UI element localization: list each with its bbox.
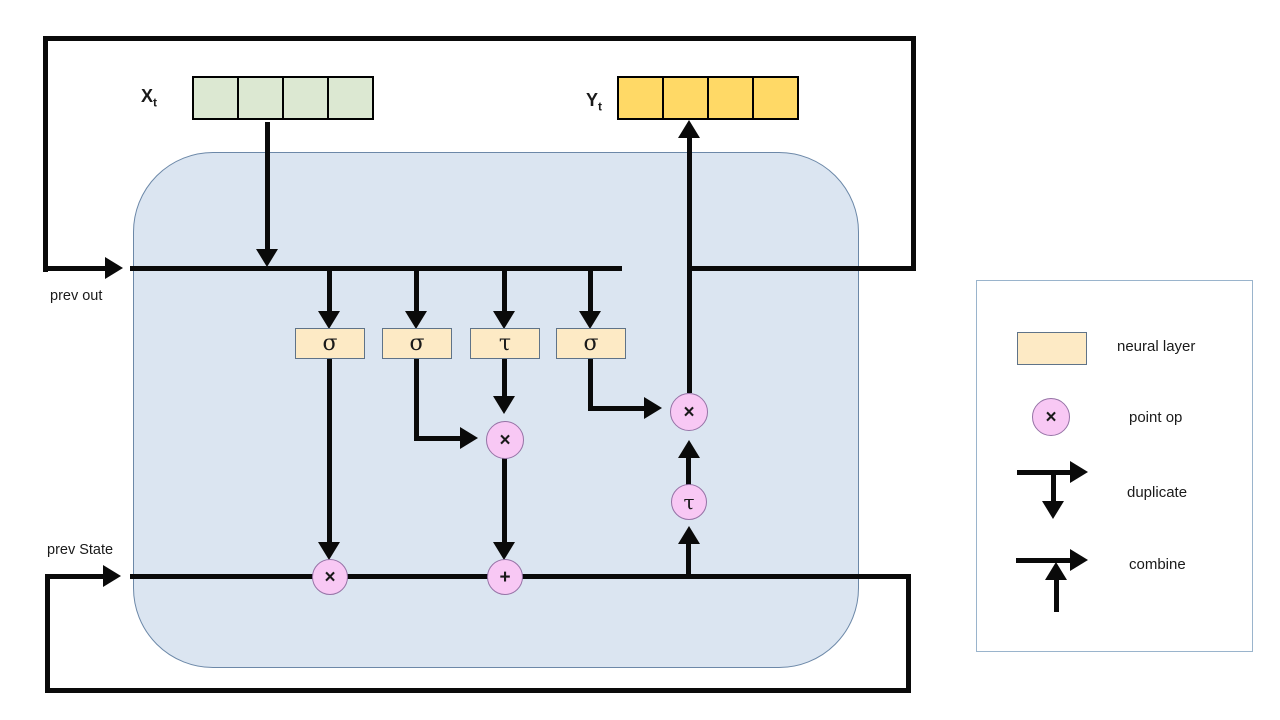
vector-cell bbox=[192, 76, 239, 120]
vector-cell bbox=[327, 76, 374, 120]
tanh-to-outputmul-arrowhead-icon bbox=[678, 440, 700, 458]
legend-duplicate-down-arrowhead-icon bbox=[1042, 501, 1064, 519]
legend-point-op-icon: × bbox=[1032, 398, 1070, 436]
op-state-tanh: τ bbox=[671, 484, 707, 520]
gate2-to-inputmul-arrowhead-icon bbox=[460, 427, 478, 449]
vector-cell bbox=[707, 76, 754, 120]
input-arrowhead-icon bbox=[256, 249, 278, 267]
output-arrowhead-icon bbox=[678, 120, 700, 138]
gate3-to-inputmul-arrowhead-icon bbox=[493, 396, 515, 414]
prev-out-label: prev out bbox=[50, 288, 103, 304]
prev-state-loop-left-line bbox=[45, 574, 50, 693]
gate1-to-statemul-arrowhead-icon bbox=[318, 542, 340, 560]
vector-cell bbox=[752, 76, 799, 120]
legend-combine-label: combine bbox=[1129, 556, 1186, 573]
op-state-add: + bbox=[487, 559, 523, 595]
prev-out-loop-top-line bbox=[43, 36, 916, 41]
legend-neural-layer-swatch-icon bbox=[1017, 332, 1087, 365]
vector-cell bbox=[662, 76, 709, 120]
legend-point-op-label: point op bbox=[1129, 409, 1183, 426]
input-arrow-stem bbox=[265, 122, 270, 250]
gate1-branch-arrowhead-icon bbox=[318, 311, 340, 329]
gate4-branch-arrowhead-icon bbox=[579, 311, 601, 329]
vector-cell bbox=[617, 76, 664, 120]
gate4-to-outputmul-arrowhead-icon bbox=[644, 397, 662, 419]
out-line-left-segment bbox=[130, 266, 622, 271]
legend-duplicate-hstem bbox=[1017, 470, 1072, 475]
prev-out-loop-right-line bbox=[911, 36, 916, 271]
output-vector-label: Yt bbox=[586, 90, 603, 114]
gate3-branch-stem bbox=[502, 268, 507, 312]
state-to-tanh-stem bbox=[686, 544, 691, 575]
vector-cell bbox=[237, 76, 284, 120]
out-line-right-segment bbox=[688, 266, 911, 271]
legend-duplicate-right-arrowhead-icon bbox=[1070, 461, 1088, 483]
op-state-multiply: × bbox=[312, 559, 348, 595]
legend-combine-up-arrowhead-icon bbox=[1045, 562, 1067, 580]
prev-state-label: prev State bbox=[47, 542, 114, 558]
state-to-tanh-arrowhead-icon bbox=[678, 526, 700, 544]
vector-cell bbox=[282, 76, 329, 120]
tanh-to-outputmul-stem bbox=[686, 458, 691, 485]
legend-combine-hstem bbox=[1016, 558, 1072, 563]
legend-neural-layer-label: neural layer bbox=[1117, 338, 1196, 355]
legend-duplicate-vstem bbox=[1051, 470, 1056, 502]
inputmul-to-add-stem bbox=[502, 458, 507, 543]
prev-out-loop-left-line bbox=[43, 36, 48, 272]
gate4-elbow-horizontal bbox=[588, 406, 644, 411]
gate2-elbow-horizontal bbox=[414, 436, 460, 441]
gate-input-sigma: σ bbox=[382, 328, 452, 359]
gate1-to-statemul-stem bbox=[327, 359, 332, 543]
input-vector bbox=[192, 76, 374, 120]
inputmul-to-add-arrowhead-icon bbox=[493, 542, 515, 560]
op-input-multiply: × bbox=[486, 421, 524, 459]
prev-state-loop-bottom-line bbox=[45, 688, 911, 693]
gate4-elbow-vertical bbox=[588, 358, 593, 411]
prev-state-loop-right-line bbox=[906, 574, 911, 693]
prev-state-entry-arrowhead-icon bbox=[103, 565, 121, 587]
input-vector-label: Xt bbox=[141, 86, 158, 110]
gate2-branch-stem bbox=[414, 268, 419, 312]
gate-candidate-tau: τ bbox=[470, 328, 540, 359]
gate3-to-inputmul-stem bbox=[502, 359, 507, 397]
gate-forget-sigma: σ bbox=[295, 328, 365, 359]
prev-state-entry-stem bbox=[45, 574, 105, 579]
gate2-branch-arrowhead-icon bbox=[405, 311, 427, 329]
legend-combine-vstem bbox=[1054, 578, 1059, 612]
output-vector bbox=[617, 76, 799, 120]
prev-out-entry-stem bbox=[43, 266, 107, 271]
prev-out-entry-arrowhead-icon bbox=[105, 257, 123, 279]
gate2-elbow-vertical bbox=[414, 359, 419, 441]
gate1-branch-stem bbox=[327, 268, 332, 312]
legend-duplicate-label: duplicate bbox=[1127, 484, 1188, 501]
gate3-branch-arrowhead-icon bbox=[493, 311, 515, 329]
op-output-multiply: × bbox=[670, 393, 708, 431]
gate-output-sigma: σ bbox=[556, 328, 626, 359]
legend-combine-right-arrowhead-icon bbox=[1070, 549, 1088, 571]
output-arrow-stem bbox=[687, 138, 692, 393]
gate4-branch-stem bbox=[588, 268, 593, 312]
